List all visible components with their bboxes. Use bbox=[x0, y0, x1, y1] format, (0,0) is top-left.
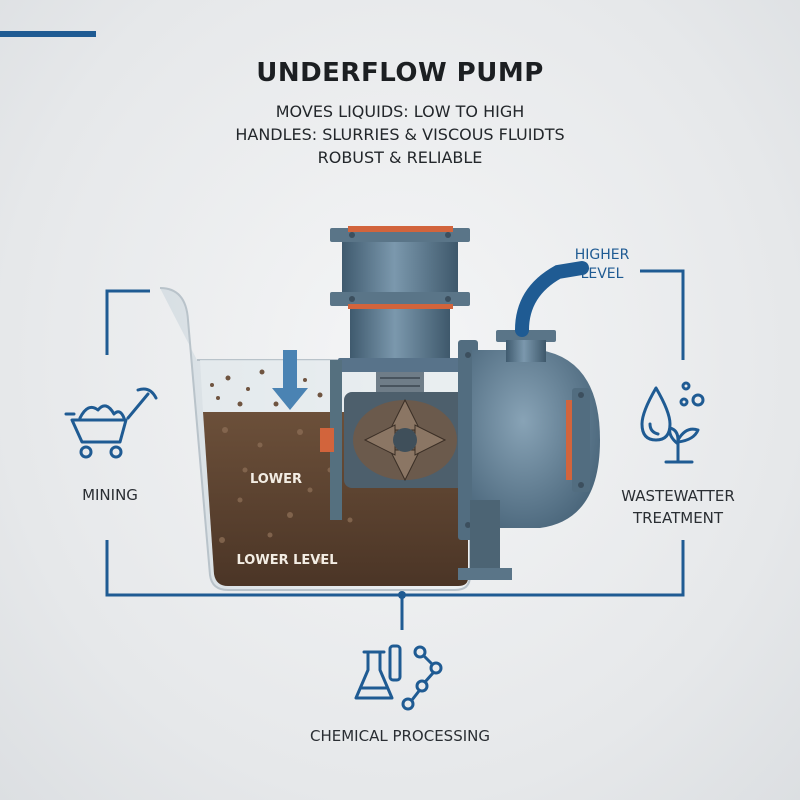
connector-left-bottom bbox=[105, 540, 402, 597]
header-accent-bar bbox=[0, 31, 96, 37]
connector-node bbox=[398, 591, 406, 599]
connector-left-top bbox=[105, 289, 150, 355]
application-wastewater-label: WASTEWATTER TREATMENT bbox=[621, 487, 735, 527]
application-chemical-label: CHEMICAL PROCESSING bbox=[310, 727, 490, 745]
feature-line-1: MOVES LIQUIDS: LOW TO HIGH bbox=[275, 102, 525, 121]
feature-line-2: HANDLES: SLURRIES & VISCOUS FLUIDTS bbox=[235, 125, 565, 144]
down-arrow bbox=[272, 350, 308, 410]
page-title: UNDERFLOW PUMP bbox=[256, 58, 544, 88]
impeller-housing bbox=[320, 360, 466, 520]
pump-volute bbox=[458, 340, 600, 540]
discharge-outlet bbox=[496, 261, 589, 362]
mining-cart-pickaxe-icon bbox=[64, 387, 158, 459]
application-mining-label: MINING bbox=[82, 486, 138, 504]
slurry-particles bbox=[210, 368, 337, 407]
slurry-specks bbox=[219, 427, 353, 563]
lower-label: LOWER bbox=[249, 472, 303, 487]
connector-right-top bbox=[640, 269, 685, 360]
connector-right-bottom bbox=[402, 540, 685, 597]
water-drop-plant-icon bbox=[640, 381, 705, 464]
lower-level-label: LOWER LEVEL bbox=[236, 553, 338, 568]
higher-level-label: HIGHER LEVEL bbox=[574, 247, 630, 282]
flask-molecule-icon bbox=[354, 644, 443, 711]
feature-list: MOVES LIQUIDS: LOW TO HIGH HANDLES: SLUR… bbox=[0, 100, 800, 169]
pump-base bbox=[458, 500, 512, 580]
connector-lines bbox=[105, 269, 685, 630]
feature-line-3: ROBUST & RELIABLE bbox=[317, 148, 483, 167]
